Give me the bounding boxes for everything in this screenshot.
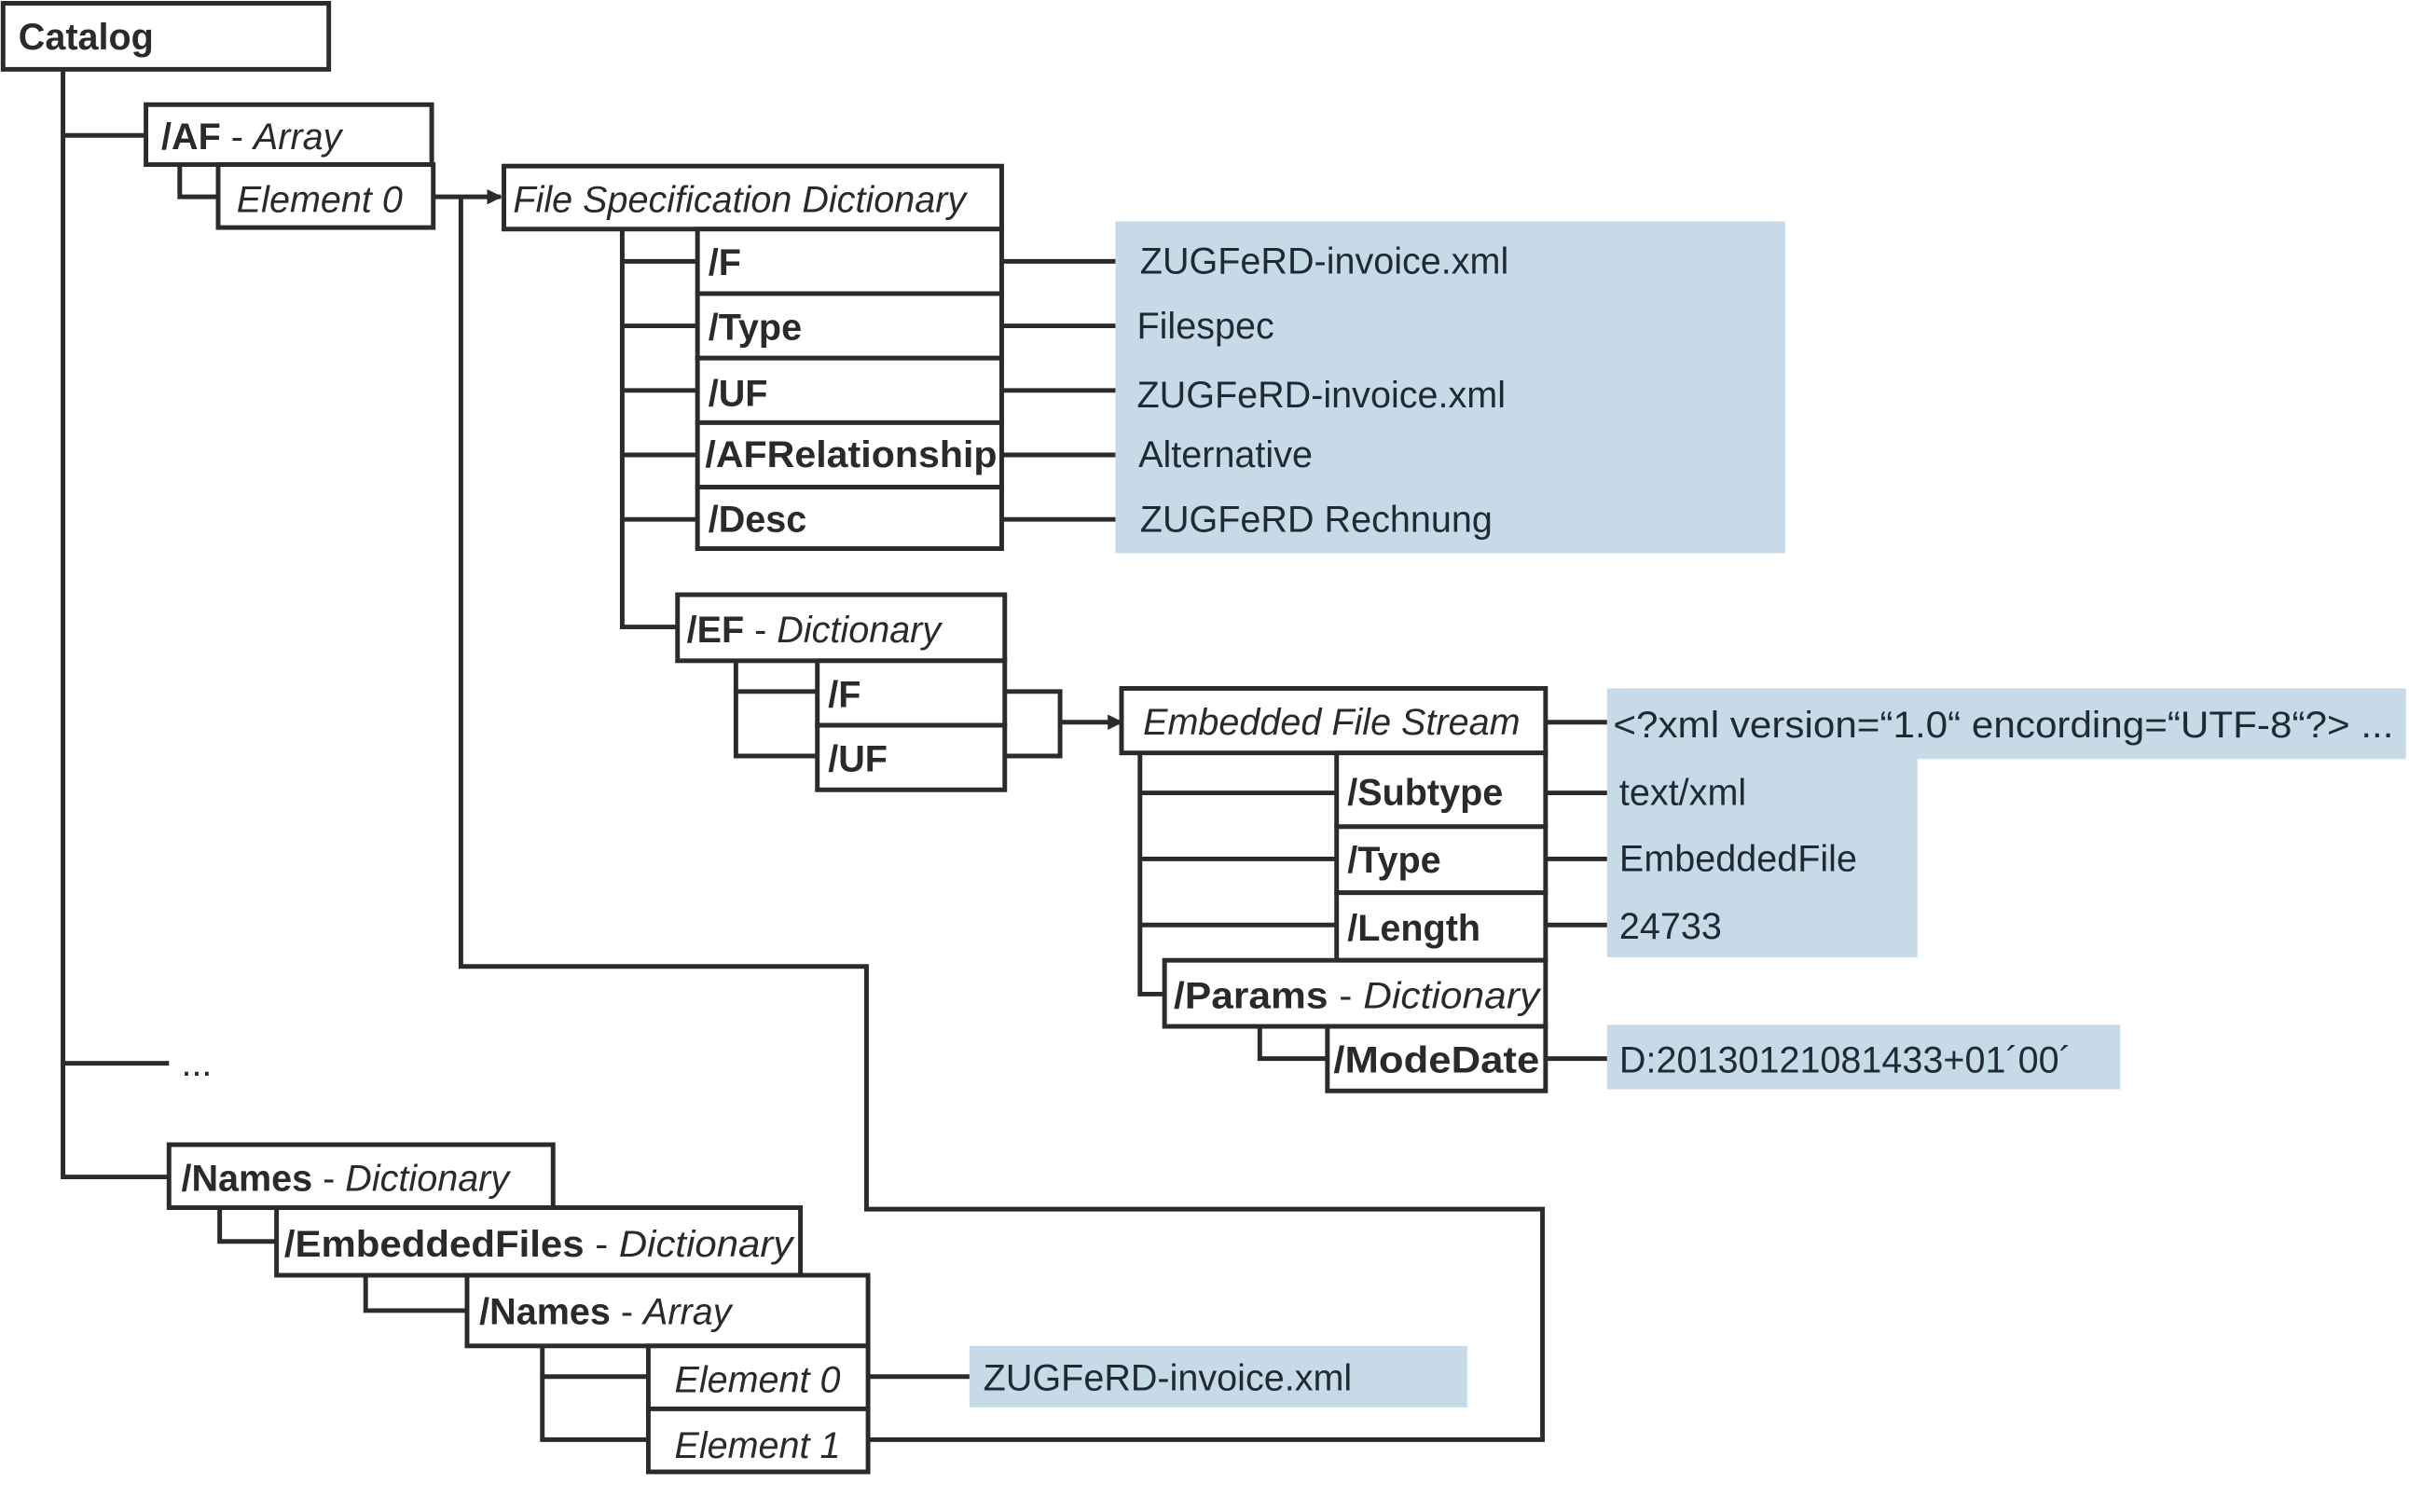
fsd-key-box[interactable]	[695, 355, 1004, 425]
embeddedfiles-branch	[363, 1275, 467, 1313]
names-dictionary-label: /Names - Dictionary	[181, 1158, 511, 1199]
efs-key-label: /Length	[1347, 908, 1480, 949]
fsd-value: Alternative	[1138, 434, 1313, 475]
embeddedfiles-label: /EmbeddedFiles - Dictionary	[284, 1224, 795, 1265]
efs-key-label: /Type	[1347, 840, 1440, 881]
fsd-key-box[interactable]	[695, 227, 1004, 296]
names-dictionary-box[interactable]	[166, 1142, 556, 1210]
efs-key-box[interactable]	[1334, 890, 1549, 963]
fsd-key-label: /Desc	[709, 499, 807, 540]
names-element0-value: ZUGFeRD-invoice.xml	[984, 1358, 1353, 1399]
modedate-value: D:20130121081433+01´00´	[1619, 1039, 2072, 1080]
fsd-key-label: /Type	[709, 307, 802, 348]
af-to-element0-line	[177, 164, 219, 199]
fsd-values-background	[1115, 221, 1785, 554]
ef-label: /EF - Dictionary	[687, 610, 943, 651]
names-array-label: /Names - Array	[479, 1292, 734, 1333]
embeddedfiles-box[interactable]	[274, 1205, 804, 1278]
modedate-key-label: /ModeDate	[1333, 1039, 1539, 1080]
modedate-value-background	[1606, 1024, 2121, 1090]
efs-value: 24733	[1619, 906, 1722, 947]
af-element0-box[interactable]	[215, 162, 436, 230]
efs-value: text/xml	[1619, 773, 1746, 814]
ef-key-label: /F	[828, 674, 860, 715]
fsd-key-label: /F	[709, 242, 741, 283]
names-branch	[217, 1207, 277, 1244]
names-element1-label: Element 1	[674, 1425, 840, 1466]
efs-trunk-line	[1137, 752, 1165, 997]
fsd-value: ZUGFeRD-invoice.xml	[1140, 241, 1509, 282]
ellipsis: ...	[181, 1043, 212, 1084]
ef-dictionary-box[interactable]	[675, 592, 1008, 664]
params-label: /Params - Dictionary	[1174, 975, 1542, 1016]
names-element0-value-background	[969, 1345, 1467, 1408]
names-element0-label: Element 0	[674, 1359, 840, 1400]
fsd-key-box[interactable]	[695, 485, 1004, 551]
ef-bracket	[1004, 689, 1063, 759]
catalog-trunk-line	[61, 69, 170, 1180]
fsd-key-label: /UF	[709, 373, 768, 414]
fsd-title: File Specification Dictionary	[513, 180, 968, 221]
fsd-trunk-line	[619, 230, 678, 630]
fsd-value: ZUGFeRD-invoice.xml	[1136, 375, 1506, 416]
efs-value: EmbeddedFile	[1619, 839, 1857, 880]
catalog-label: Catalog	[19, 17, 154, 58]
modedate-box[interactable]	[1325, 1024, 1549, 1093]
efs-title: Embedded File Stream	[1143, 702, 1520, 743]
names-array-trunk	[540, 1345, 649, 1442]
efs-box[interactable]	[1119, 686, 1549, 756]
fsd-key-label: /AFRelationship	[705, 434, 997, 475]
af-element0-label: Element 0	[237, 180, 403, 221]
ef-trunk-line	[733, 660, 818, 759]
element0-reference-route	[458, 197, 1546, 1442]
efs-key-label: /Subtype	[1347, 773, 1503, 814]
fsd-value: ZUGFeRD Rechnung	[1140, 499, 1493, 540]
ef-key-label: /UF	[828, 738, 888, 779]
fsd-value: Filespec	[1136, 306, 1273, 347]
ef-key-box[interactable]	[815, 722, 1008, 792]
efs-values-background	[1606, 688, 2406, 957]
catalog-box[interactable]	[0, 1, 332, 72]
fsd-box[interactable]	[502, 163, 1004, 232]
params-box[interactable]	[1162, 957, 1549, 1029]
params-branch	[1257, 1026, 1328, 1062]
efs-content: <?xml version=“1.0“ encording=“UTF-8“?> …	[1613, 705, 2393, 746]
efs-key-box[interactable]	[1334, 824, 1549, 896]
names-element1-box[interactable]	[645, 1406, 871, 1475]
af-label: /AF - Array	[161, 117, 344, 158]
